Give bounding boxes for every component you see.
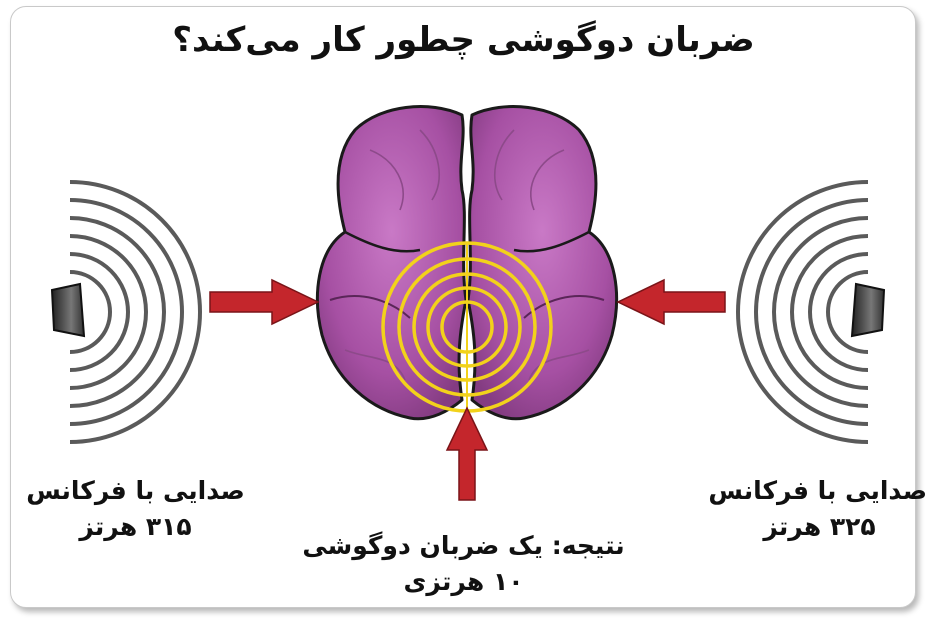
right-sound-wave-icon (738, 182, 868, 442)
diagram-title: ضربان دوگوشی چطور کار می‌کند؟ (0, 20, 927, 60)
right-speaker-icon (852, 284, 884, 336)
left-ear-line2: ۳۱۵ هرتز (18, 509, 253, 545)
right-ear-line2: ۳۲۵ هرتز (712, 509, 927, 545)
left-arrow-icon (210, 280, 318, 324)
left-ear-label: صدایی با فرکانس ۳۱۵ هرتز (18, 473, 253, 545)
right-ear-label: صدایی با فرکانس ۳۲۵ هرتز (712, 473, 927, 545)
right-arrow-icon (618, 280, 725, 324)
result-label: نتیجه: یک ضربان دوگوشی ۱۰ هرتزی (300, 528, 627, 600)
left-speaker-icon (52, 284, 84, 336)
up-arrow-icon (447, 408, 487, 500)
right-ear-line1: صدایی با فرکانس (712, 473, 927, 509)
left-sound-wave-icon (70, 182, 200, 442)
left-ear-line1: صدایی با فرکانس (18, 473, 253, 509)
result-line2: ۱۰ هرتزی (300, 564, 627, 600)
result-line1: نتیجه: یک ضربان دوگوشی (300, 528, 627, 564)
